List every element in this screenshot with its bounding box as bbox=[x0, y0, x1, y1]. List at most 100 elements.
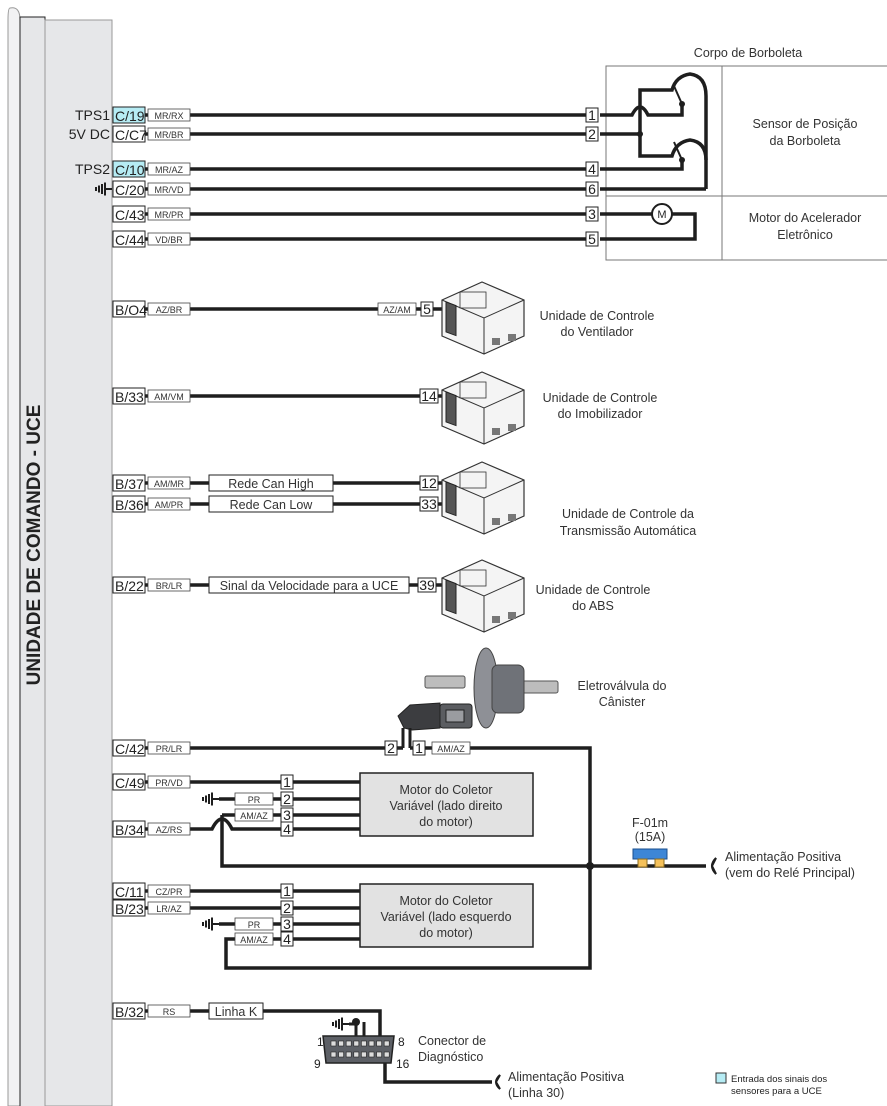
note-b36: Rede Can Low bbox=[230, 498, 314, 512]
target-pin-b22: 39 bbox=[419, 577, 435, 593]
obd-pin-socket bbox=[345, 1051, 352, 1058]
fan-control-unit bbox=[441, 281, 525, 355]
supply-main-label-2: (vem do Relé Principal) bbox=[725, 866, 855, 880]
obd-ground-node bbox=[352, 1018, 360, 1026]
motor-label-2: Eletrônico bbox=[777, 228, 833, 242]
wire-code-motor-left-positive: AM/AZ bbox=[240, 935, 268, 945]
obd-pin-16: 16 bbox=[396, 1057, 410, 1071]
obd-pin-1: 1 bbox=[317, 1035, 324, 1049]
target-pin-c44: 5 bbox=[588, 231, 596, 247]
motor-trace-b bbox=[600, 212, 697, 241]
pin-c07-box bbox=[112, 125, 146, 143]
fan-unit-label-2: do Ventilador bbox=[561, 325, 634, 339]
tcu-unit-port-a bbox=[492, 518, 500, 525]
diagnostic-connector: 1 8 9 16 Conector de Diagnóstico Aliment… bbox=[314, 1034, 624, 1100]
uce-block: UNIDADE DE COMANDO - UCE bbox=[7, 7, 113, 1106]
motor-left-pin-positive: 4 bbox=[283, 931, 291, 947]
ground-icon-motor-right bbox=[202, 792, 219, 806]
junction-node bbox=[586, 862, 594, 870]
motor-label-1: Motor do Acelerador bbox=[749, 211, 862, 225]
target-pin-c20-box bbox=[585, 181, 599, 197]
wire-code-c07-box bbox=[147, 127, 191, 141]
legend-text-2: sensores para a UCE bbox=[731, 1086, 822, 1097]
pin-b22-box bbox=[112, 576, 146, 594]
wire-code-b22-box bbox=[147, 578, 191, 592]
target-pin-b04: 5 bbox=[423, 301, 431, 317]
canister-label-1: Eletroválvula do bbox=[578, 679, 667, 693]
target-pin-c11-box bbox=[280, 883, 294, 899]
abs-unit bbox=[441, 559, 525, 633]
target-pin-b34-box bbox=[280, 821, 294, 837]
obd-pin-socket bbox=[338, 1051, 344, 1058]
tcu-unit bbox=[441, 461, 525, 535]
target-pin-b22-box bbox=[417, 577, 437, 593]
wire-code-c11-box bbox=[147, 884, 191, 898]
target-pin-c49: 1 bbox=[283, 774, 291, 790]
target-pin-c07-box bbox=[585, 126, 599, 142]
wire-code-b32-box bbox=[147, 1004, 191, 1018]
wire-b34 bbox=[113, 817, 360, 831]
motor-right-pin-ground-box bbox=[280, 791, 294, 807]
tps-track-upper bbox=[638, 72, 708, 189]
pin-b23: B/23 bbox=[115, 901, 144, 917]
wire-code-motor-left-positive-box bbox=[234, 932, 274, 946]
pin-b22: B/22 bbox=[115, 578, 144, 594]
wire-code-b37-box bbox=[147, 476, 191, 490]
obd-pin-8: 8 bbox=[398, 1035, 405, 1049]
ground-icon-obd bbox=[332, 1017, 349, 1031]
wire-code-c42: PR/LR bbox=[156, 744, 183, 754]
tcu-unit-port-b bbox=[508, 514, 516, 521]
note-b32: Linha K bbox=[215, 1005, 258, 1019]
wire-obd-l30 bbox=[383, 1063, 492, 1084]
ground-icon-c20 bbox=[95, 182, 112, 196]
wire-code-b04: AZ/BR bbox=[156, 305, 183, 315]
motor-left-pin-ground: 3 bbox=[283, 916, 291, 932]
abs-unit-label-1: Unidade de Controle bbox=[536, 583, 651, 597]
tps1-wiper-dot bbox=[679, 101, 685, 107]
motor-coletor-right: Motor do Coletor Variável (lado direito … bbox=[359, 772, 534, 837]
legend-text-1: Entrada dos sinais dos bbox=[731, 1074, 827, 1085]
pin-c10: C/10 bbox=[115, 162, 145, 178]
fuse-terminal-b bbox=[654, 858, 665, 868]
obd-pin-socket bbox=[376, 1040, 382, 1047]
abs-unit-port-b bbox=[508, 612, 516, 619]
wire-code-motor-left-ground-box bbox=[234, 917, 274, 931]
target-pin-b37-box bbox=[419, 475, 439, 491]
wire-code-c11: CZ/PR bbox=[156, 887, 184, 897]
target-pin-b36: 33 bbox=[421, 496, 437, 512]
wire-code-canister-positive: AM/AZ bbox=[437, 744, 465, 754]
wire-motor-right-positive-feed bbox=[220, 815, 590, 868]
abs-unit-label-2: do ABS bbox=[572, 599, 614, 613]
fan-unit-label-1: Unidade de Controle bbox=[540, 309, 655, 323]
supply-main-label-1: Alimentação Positiva bbox=[725, 850, 841, 864]
motor-left-box bbox=[359, 883, 534, 948]
immobilizer-unit bbox=[441, 371, 525, 445]
immobilizer-unit-port-b bbox=[508, 424, 516, 431]
obd-pin-socket bbox=[361, 1040, 367, 1047]
wire-code-b23: LR/AZ bbox=[156, 904, 182, 914]
wire-code-b37: AM/MR bbox=[154, 479, 184, 489]
wire-code-canister-positive-box bbox=[431, 741, 471, 755]
obd-pin-socket bbox=[338, 1040, 344, 1047]
pin-c19-box bbox=[112, 106, 146, 124]
obd-pin-socket bbox=[383, 1040, 390, 1047]
wire-code-c49-box bbox=[147, 775, 191, 789]
wire-code-motor-right-positive: AM/AZ bbox=[240, 811, 268, 821]
pin-c42: C/42 bbox=[115, 741, 145, 757]
wire-code-b23-box bbox=[147, 901, 191, 915]
wire-code-c10-box bbox=[147, 162, 191, 176]
note-b22: Sinal da Velocidade para a UCE bbox=[220, 579, 399, 593]
target-pin-b37: 12 bbox=[421, 475, 437, 491]
pin-b37: B/37 bbox=[115, 476, 144, 492]
obd-shell bbox=[322, 1035, 395, 1064]
motor-left-label-1: Motor do Coletor bbox=[399, 894, 492, 908]
pin-b37-box bbox=[112, 474, 146, 492]
canister-pin-1: 1 bbox=[415, 740, 423, 756]
wire-code-c43-box bbox=[147, 207, 191, 221]
motor-left-pin-ground-box bbox=[280, 916, 294, 932]
wire-code-c10: MR/AZ bbox=[155, 165, 184, 175]
fuse-rating: (15A) bbox=[635, 830, 666, 844]
target-pin-c10: 4 bbox=[588, 161, 596, 177]
pin-c20-box bbox=[112, 180, 146, 198]
